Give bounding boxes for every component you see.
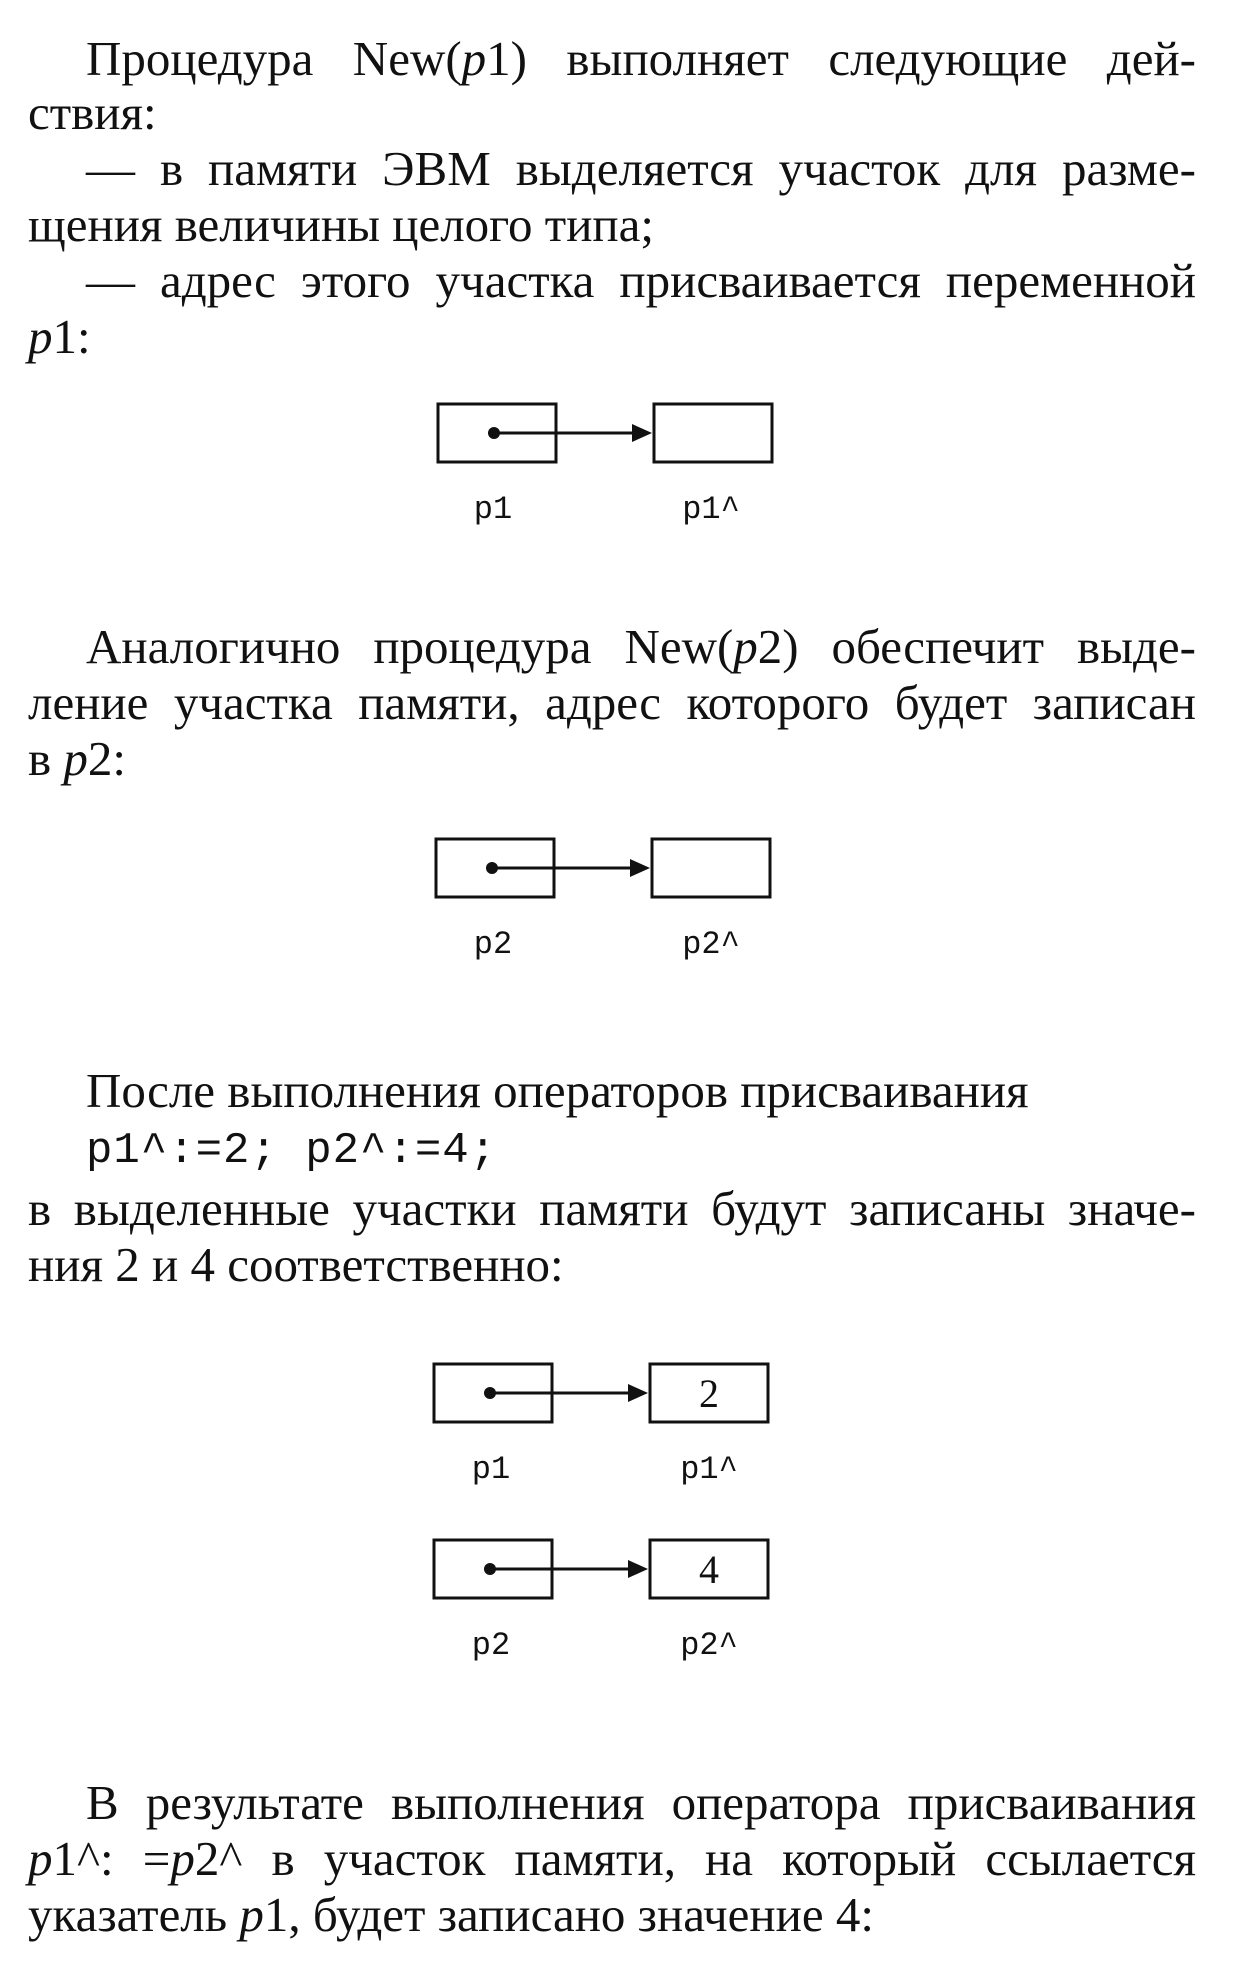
target-value: 2 [699, 1371, 719, 1416]
paragraph-2-line-3: в p2: [28, 732, 1196, 786]
pointer-diagram-4: 4 p2 p2^ [380, 1536, 850, 1696]
text-span: 1) выполняет следующие дей- [486, 31, 1196, 86]
paragraph-4-line-1: В результате выполнения оператора присва… [86, 1775, 1196, 1830]
pointer-label: p2 [472, 1627, 510, 1664]
pointer-diagram-3: 2 p1 p1^ [380, 1360, 850, 1520]
pointer-label: p1 [474, 491, 512, 528]
target-label: p2^ [682, 926, 740, 963]
target-value: 4 [699, 1547, 719, 1592]
text-span: Аналогично процедура New( [86, 619, 734, 674]
paragraph-2-line-2: ление участка памяти, адрес которого буд… [28, 675, 1196, 730]
pointer-diagram-2: p2 p2^ [380, 835, 850, 995]
target-box [650, 837, 772, 899]
pointer-arrowhead [630, 859, 650, 877]
text-span: 2^ в участок памяти, на который ссылаетс… [194, 1831, 1196, 1886]
paragraph-3-line-1: После выполнения операторов присваивания [86, 1063, 1029, 1118]
pointer-diagram-svg: 4 p2 p2^ [432, 1538, 770, 1664]
text-span: 2) обеспечит выде- [757, 619, 1196, 674]
pointer-label: p2 [474, 926, 512, 963]
italic-variable: p [239, 1887, 264, 1942]
target-box [648, 1362, 770, 1424]
pointer-arrowhead [628, 1560, 648, 1578]
pointer-arrowhead [628, 1384, 648, 1402]
target-label: p1^ [682, 491, 740, 528]
pointer-arrowhead [632, 424, 652, 442]
pointer-label: p1 [472, 1451, 510, 1488]
pointer-diagram-svg: p2 p2^ [434, 837, 772, 963]
italic-variable: p [170, 1831, 195, 1886]
text-span: в [28, 731, 64, 786]
italic-variable: p [28, 1831, 53, 1886]
italic-variable: p [28, 309, 53, 364]
italic-variable: p [63, 731, 88, 786]
paragraph-1-line-5: — адрес этого участка присваивается пере… [86, 253, 1196, 308]
target-box [652, 402, 774, 464]
text-span: Процедура New( [86, 31, 462, 86]
text-span: 1, будет записано значение 4: [263, 1887, 874, 1942]
paragraph-3-line-3: ния 2 и 4 соответственно: [28, 1237, 564, 1292]
text-span: 2: [87, 731, 127, 786]
assignment-code: p1^:=2; p2^:=4; [86, 1126, 498, 1176]
paragraph-4-line-2: p1^: =p2^ в участок памяти, на который с… [28, 1832, 1196, 1886]
text-span: указатель [28, 1887, 240, 1942]
target-box [648, 1538, 770, 1600]
paragraph-1-line-6: p1: [28, 310, 1196, 364]
pointer-diagram-1: p1 p1^ [380, 400, 850, 560]
text-span: 1^: = [52, 1831, 171, 1886]
target-label: p2^ [680, 1627, 738, 1664]
paragraph-1-line-2: ствия: [28, 85, 157, 140]
paragraph-1-line-3: — в памяти ЭВМ выделяется участок для ра… [86, 141, 1196, 196]
paragraph-2-line-1: Аналогично процедура New(p2) обеспечит в… [86, 620, 1196, 674]
italic-variable: p [461, 31, 487, 86]
paragraph-1-line-4: щения величины целого типа; [28, 197, 655, 252]
pointer-diagram-svg: p1 p1^ [436, 402, 774, 528]
text-span: 1: [52, 309, 91, 364]
paragraph-3-line-2: в выделенные участки памяти будут записа… [28, 1181, 1196, 1236]
pointer-diagram-svg: 2 p1 p1^ [432, 1362, 770, 1488]
italic-variable: p [733, 619, 758, 674]
paragraph-1-line-1: Процедура New(p1) выполняет следующие де… [86, 32, 1196, 86]
target-label: p1^ [680, 1451, 738, 1488]
paragraph-4-line-3: указатель p1, будет записано значение 4: [28, 1888, 1196, 1942]
